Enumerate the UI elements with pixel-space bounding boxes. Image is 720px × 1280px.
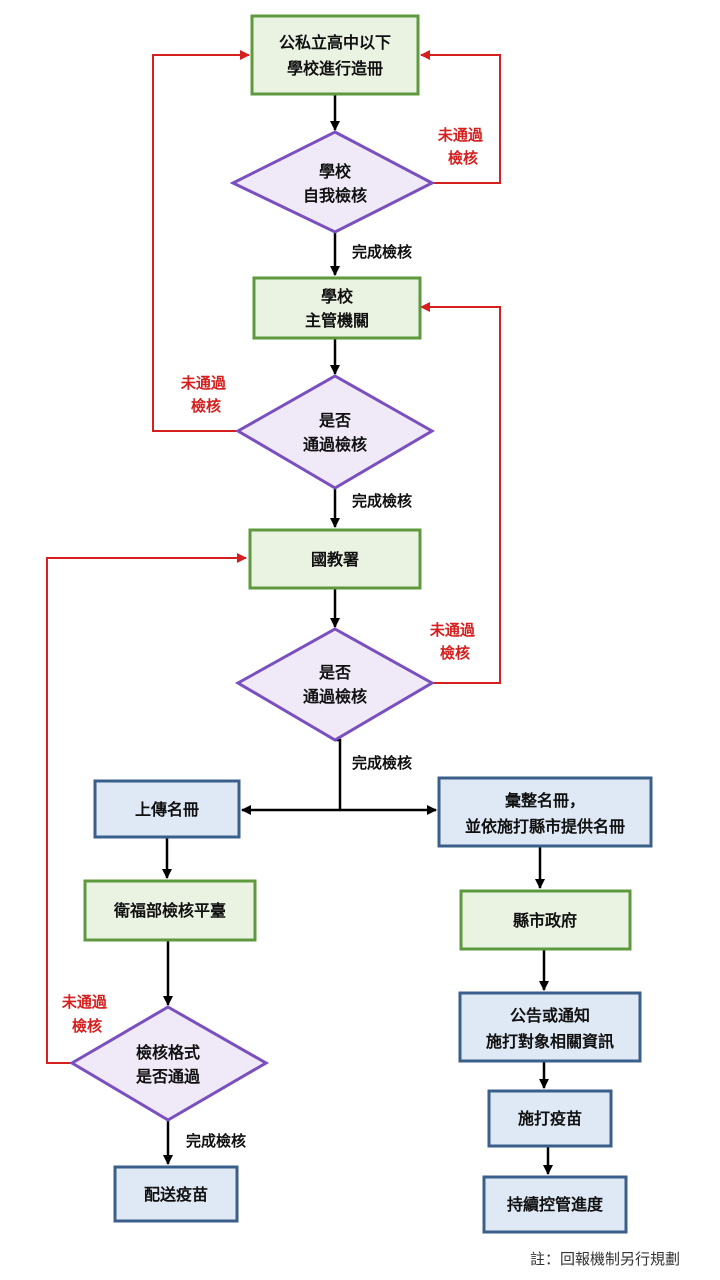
svg-text:是否通過檢核: 是否通過檢核 <box>303 663 367 706</box>
fail-loop-k12 <box>420 302 501 684</box>
node-label: 學校 <box>321 287 354 306</box>
node-track-progress: 持續控管進度 <box>482 1175 628 1234</box>
svg-text:未通過 檢核: 未通過 檢核 <box>180 374 231 415</box>
fail-loop-selfcheck <box>420 50 501 184</box>
svg-text:上傳名冊: 上傳名冊 <box>135 800 199 819</box>
fail-loop-format <box>46 553 247 1064</box>
node-label: 是否通過 <box>135 1067 201 1086</box>
node-school-authority: 學校主管機關 <box>252 276 422 340</box>
edge-label-fail: 檢核 <box>440 644 470 662</box>
svg-text:配送疫苗: 配送疫苗 <box>144 1185 208 1204</box>
node-label: 彙整名冊， <box>504 791 585 810</box>
node-label: 持續控管進度 <box>507 1195 604 1214</box>
svg-text:未通過 檢核: 未通過 檢核 <box>429 621 480 662</box>
node-label: 縣市政府 <box>513 911 577 930</box>
svg-text:公私立高中以下學校進行造冊: 公私立高中以下學校進行造冊 <box>279 33 391 78</box>
svg-text:檢核格式是否通過: 檢核格式是否通過 <box>135 1043 201 1086</box>
node-label: 通過檢核 <box>303 435 367 454</box>
decision-k12-pass: 是否通過檢核 <box>234 627 436 742</box>
node-label: 學校進行造冊 <box>287 59 383 78</box>
svg-text:是否通過檢核: 是否通過檢核 <box>303 411 367 454</box>
node-upload-list: 上傳名冊 <box>93 779 241 839</box>
fail-loop-authority <box>152 50 250 432</box>
edge-label-fail: 未通過 <box>437 126 484 144</box>
svg-text:學校主管機關: 學校主管機關 <box>305 287 369 330</box>
node-label: 是否 <box>318 411 351 430</box>
node-label: 施打對象相關資訊 <box>486 1032 614 1051</box>
edge-label-done: 完成檢核 <box>352 492 412 510</box>
svg-text:公告或通知施打對象相關資訊: 公告或通知施打對象相關資訊 <box>486 1006 614 1051</box>
svg-text:未通過 檢核: 未通過 檢核 <box>437 126 488 167</box>
node-label: 配送疫苗 <box>144 1185 208 1204</box>
svg-text:學校自我檢核: 學校自我檢核 <box>303 162 367 205</box>
decision-authority-pass: 是否通過檢核 <box>234 374 436 490</box>
edge-label-done: 完成檢核 <box>352 243 412 261</box>
node-label: 施打疫苗 <box>518 1109 582 1128</box>
node-label: 公私立高中以下 <box>279 33 391 52</box>
node-k12-admin: 國教署 <box>248 528 422 590</box>
footnote: 註：回報機制另行規劃 <box>529 1250 680 1268</box>
node-compile-list: 彙整名冊， 並依施打縣市提供名冊 <box>437 776 653 848</box>
node-label: 通過檢核 <box>303 687 367 706</box>
edge-label-fail: 未通過 <box>429 621 476 639</box>
node-school-register: 公私立高中以下學校進行造冊 <box>250 14 420 96</box>
node-label: 衛福部檢核平臺 <box>113 901 226 920</box>
svg-text:未通過 檢核: 未通過 檢核 <box>61 993 112 1035</box>
node-mohw-platform: 衛福部檢核平臺 <box>83 879 257 942</box>
arrow-k12pass-down <box>335 738 342 810</box>
svg-text:國教署: 國教署 <box>311 550 359 569</box>
edge-label-fail: 檢核 <box>191 397 221 415</box>
svg-text:縣市政府: 縣市政府 <box>513 911 577 930</box>
node-vaccinate: 施打疫苗 <box>487 1089 613 1148</box>
node-label: 國教署 <box>311 550 359 569</box>
node-label: 學校 <box>319 162 352 181</box>
svg-text:彙整名冊，並依施打縣市提供名冊: 彙整名冊， 並依施打縣市提供名冊 <box>465 791 625 836</box>
fail-arrows <box>46 50 501 1064</box>
svg-text:施打疫苗: 施打疫苗 <box>518 1109 582 1128</box>
node-label: 是否 <box>318 663 351 682</box>
node-announce: 公告或通知施打對象相關資訊 <box>458 991 642 1063</box>
decision-format-check: 檢核格式是否通過 <box>69 1005 270 1122</box>
node-label: 公告或通知 <box>510 1006 590 1025</box>
edge-label-fail: 檢核 <box>72 1017 102 1035</box>
node-county-gov: 縣市政府 <box>459 889 632 951</box>
svg-text:衛福部檢核平臺: 衛福部檢核平臺 <box>113 901 226 920</box>
node-deliver-vaccine: 配送疫苗 <box>113 1165 239 1223</box>
edge-label-fail: 未通過 <box>61 993 108 1011</box>
node-label: 檢核格式 <box>136 1043 200 1062</box>
node-label: 主管機關 <box>305 311 369 330</box>
edge-label-fail: 未通過 <box>180 374 227 392</box>
node-label: 並依施打縣市提供名冊 <box>465 817 625 836</box>
svg-text:持續控管進度: 持續控管進度 <box>507 1195 604 1214</box>
edge-label-done: 完成檢核 <box>186 1132 246 1150</box>
edge-label-done: 完成檢核 <box>352 754 412 772</box>
edge-label-fail: 檢核 <box>448 149 478 167</box>
decision-school-self-check: 學校自我檢核 <box>229 130 436 234</box>
node-label: 上傳名冊 <box>135 800 199 819</box>
node-label: 自我檢核 <box>303 186 367 205</box>
